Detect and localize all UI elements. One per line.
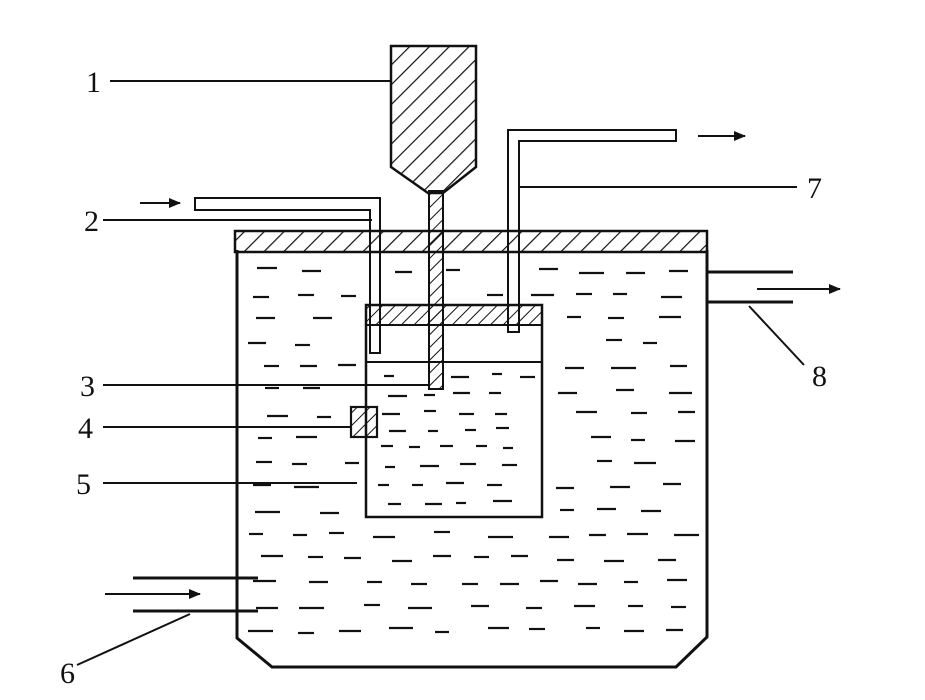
outlet-tube: [507, 129, 746, 333]
bath-liquid: [248, 266, 699, 635]
coolant-outlet: [707, 270, 841, 304]
label-4: 4: [78, 412, 93, 445]
coolant-inlet: [105, 576, 258, 613]
label-7: 7: [807, 172, 822, 205]
inlet-tube: [140, 197, 381, 354]
electrode-rod: [428, 190, 444, 390]
callout-labels: 1 2 3 4 5 6 7 8: [60, 66, 827, 690]
inner-cell: [364, 303, 544, 519]
inner-lid: [365, 304, 543, 326]
label-8: 8: [812, 360, 827, 393]
sensor-square: [349, 405, 379, 439]
electrode-holder: [389, 44, 478, 195]
leader-lines: [76, 80, 805, 666]
label-2: 2: [84, 205, 99, 238]
label-6: 6: [60, 657, 75, 690]
label-3: 3: [80, 370, 95, 403]
leader-6: [76, 613, 191, 666]
label-1: 1: [86, 66, 101, 99]
outer-lid: [233, 229, 709, 254]
leader-8: [748, 305, 805, 366]
cell-liquid: [378, 372, 535, 506]
outer-bath: [235, 250, 709, 669]
label-5: 5: [76, 468, 91, 501]
